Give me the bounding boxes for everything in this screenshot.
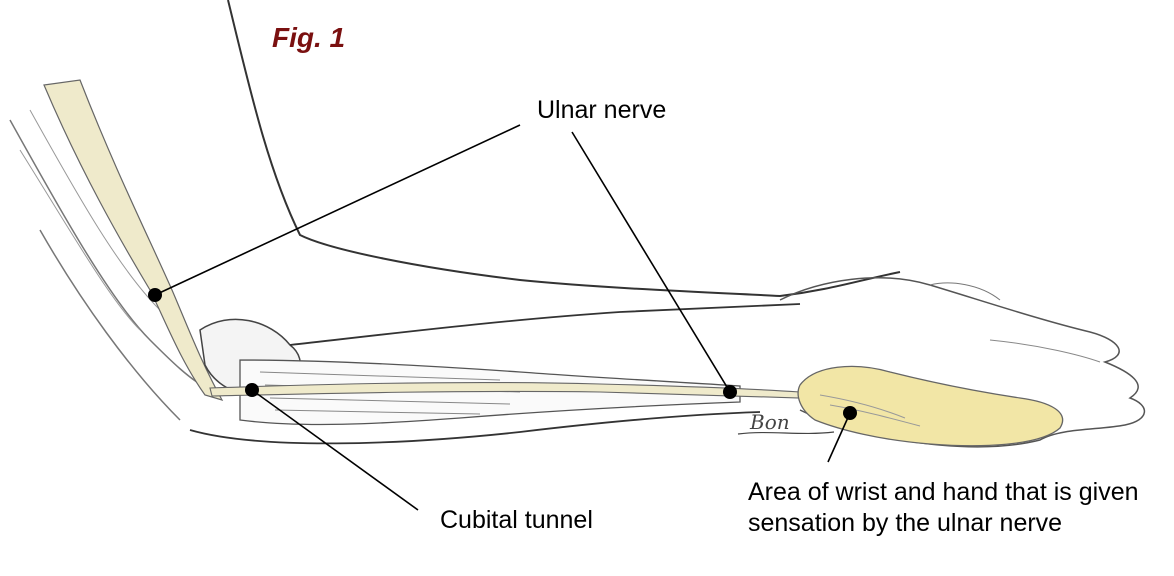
sensation-area-label: Area of wrist and hand that is given sen… [748, 477, 1174, 539]
cubital-tunnel-label: Cubital tunnel [440, 505, 593, 536]
figure-title: Fig. 1 [272, 22, 345, 54]
forearm-upper-outline [290, 304, 800, 345]
point-sensation-area [843, 406, 857, 420]
pointer-line-ulnar-forearm [572, 132, 730, 392]
ulnar-nerve-label: Ulnar nerve [537, 95, 666, 126]
point-ulnar-nerve-wrist [723, 385, 737, 399]
pointer-line-ulnar-upper [155, 125, 520, 295]
artist-signature: Bon [750, 410, 790, 434]
point-ulnar-nerve-elbow [148, 288, 162, 302]
point-cubital-tunnel [245, 383, 259, 397]
ulnar-nerve-upper [44, 80, 222, 400]
